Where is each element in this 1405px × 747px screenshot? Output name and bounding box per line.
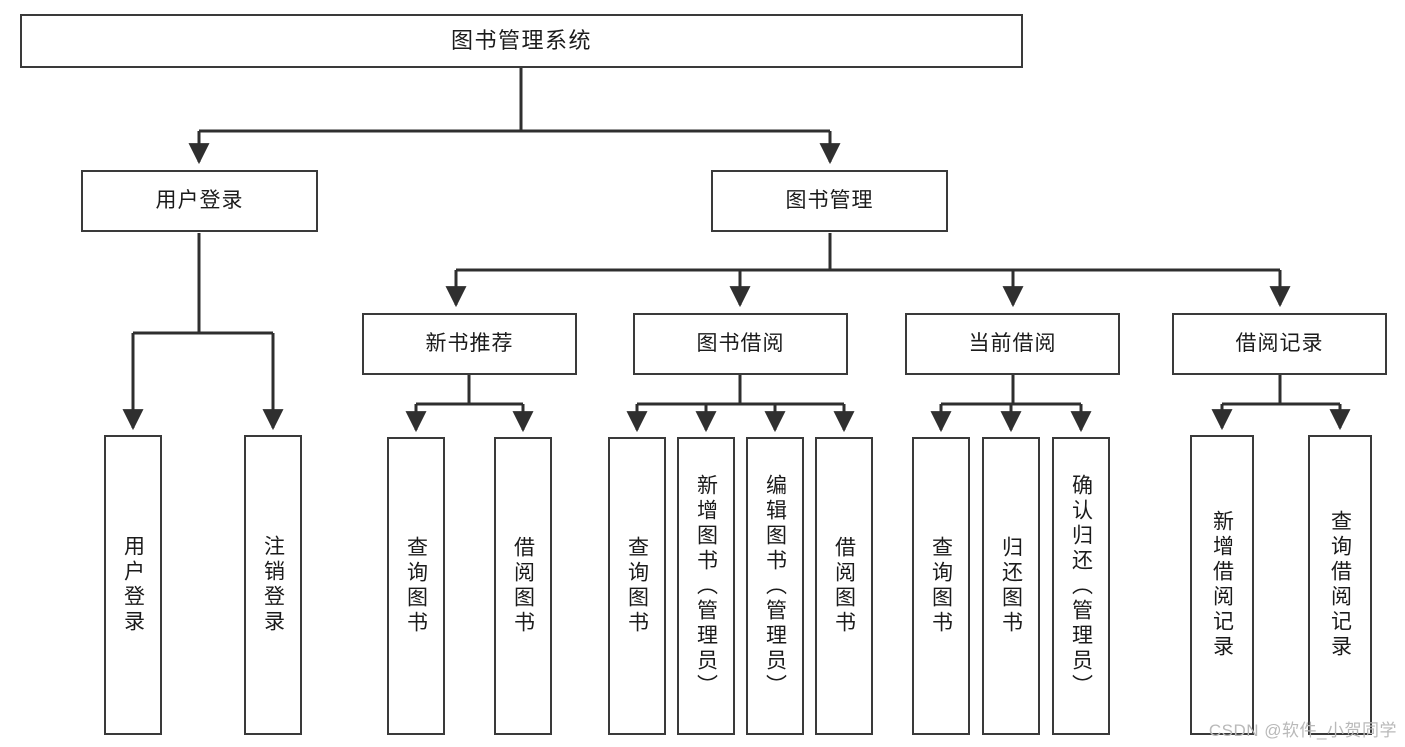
node-leaf-query-book-3-label: 查询图书 [929,536,953,636]
node-leaf-add-book-label: 新增图书（管理员） [694,473,718,699]
node-leaf-query-book-2-label: 查询图书 [625,536,649,636]
node-leaf-confirm-return[interactable]: 确认归还（管理员） [1052,437,1110,735]
node-leaf-query-book-3[interactable]: 查询图书 [912,437,970,735]
node-root-label: 图书管理系统 [450,28,592,54]
node-leaf-add-record-label: 新增借阅记录 [1210,510,1234,660]
node-leaf-user-login-label: 用户登录 [121,535,145,635]
node-leaf-add-record[interactable]: 新增借阅记录 [1190,435,1254,735]
node-book-borrow-label: 图书借阅 [696,331,785,355]
node-leaf-edit-book[interactable]: 编辑图书（管理员） [746,437,804,735]
node-new-book-rec-label: 新书推荐 [425,331,514,355]
node-leaf-borrow-book-1[interactable]: 借阅图书 [494,437,552,735]
node-leaf-return-book[interactable]: 归还图书 [982,437,1040,735]
node-user-login-label: 用户登录 [155,188,244,212]
node-leaf-borrow-book-1-label: 借阅图书 [511,536,535,636]
node-leaf-logout-label: 注销登录 [261,535,285,635]
csdn-watermark: CSDN @软件_小贺同学 [1208,721,1397,740]
node-leaf-edit-book-label: 编辑图书（管理员） [763,473,787,699]
node-new-book-rec[interactable]: 新书推荐 [362,313,577,375]
node-leaf-query-book-1[interactable]: 查询图书 [387,437,445,735]
node-book-manage[interactable]: 图书管理 [711,170,948,232]
node-leaf-borrow-book-2[interactable]: 借阅图书 [815,437,873,735]
node-borrow-record-label: 借阅记录 [1235,331,1324,355]
node-leaf-confirm-return-label: 确认归还（管理员） [1069,473,1093,699]
node-leaf-logout[interactable]: 注销登录 [244,435,302,735]
node-leaf-borrow-book-2-label: 借阅图书 [832,536,856,636]
node-leaf-user-login[interactable]: 用户登录 [104,435,162,735]
node-leaf-query-book-1-label: 查询图书 [404,536,428,636]
node-leaf-query-book-2[interactable]: 查询图书 [608,437,666,735]
node-book-borrow[interactable]: 图书借阅 [633,313,848,375]
node-leaf-add-book[interactable]: 新增图书（管理员） [677,437,735,735]
node-current-borrow-label: 当前借阅 [968,331,1057,355]
node-borrow-record[interactable]: 借阅记录 [1172,313,1387,375]
node-book-manage-label: 图书管理 [785,188,874,212]
node-current-borrow[interactable]: 当前借阅 [905,313,1120,375]
node-user-login[interactable]: 用户登录 [81,170,318,232]
node-leaf-query-record[interactable]: 查询借阅记录 [1308,435,1372,735]
node-leaf-query-record-label: 查询借阅记录 [1328,510,1352,660]
node-leaf-return-book-label: 归还图书 [999,536,1023,636]
node-root[interactable]: 图书管理系统 [20,14,1023,68]
